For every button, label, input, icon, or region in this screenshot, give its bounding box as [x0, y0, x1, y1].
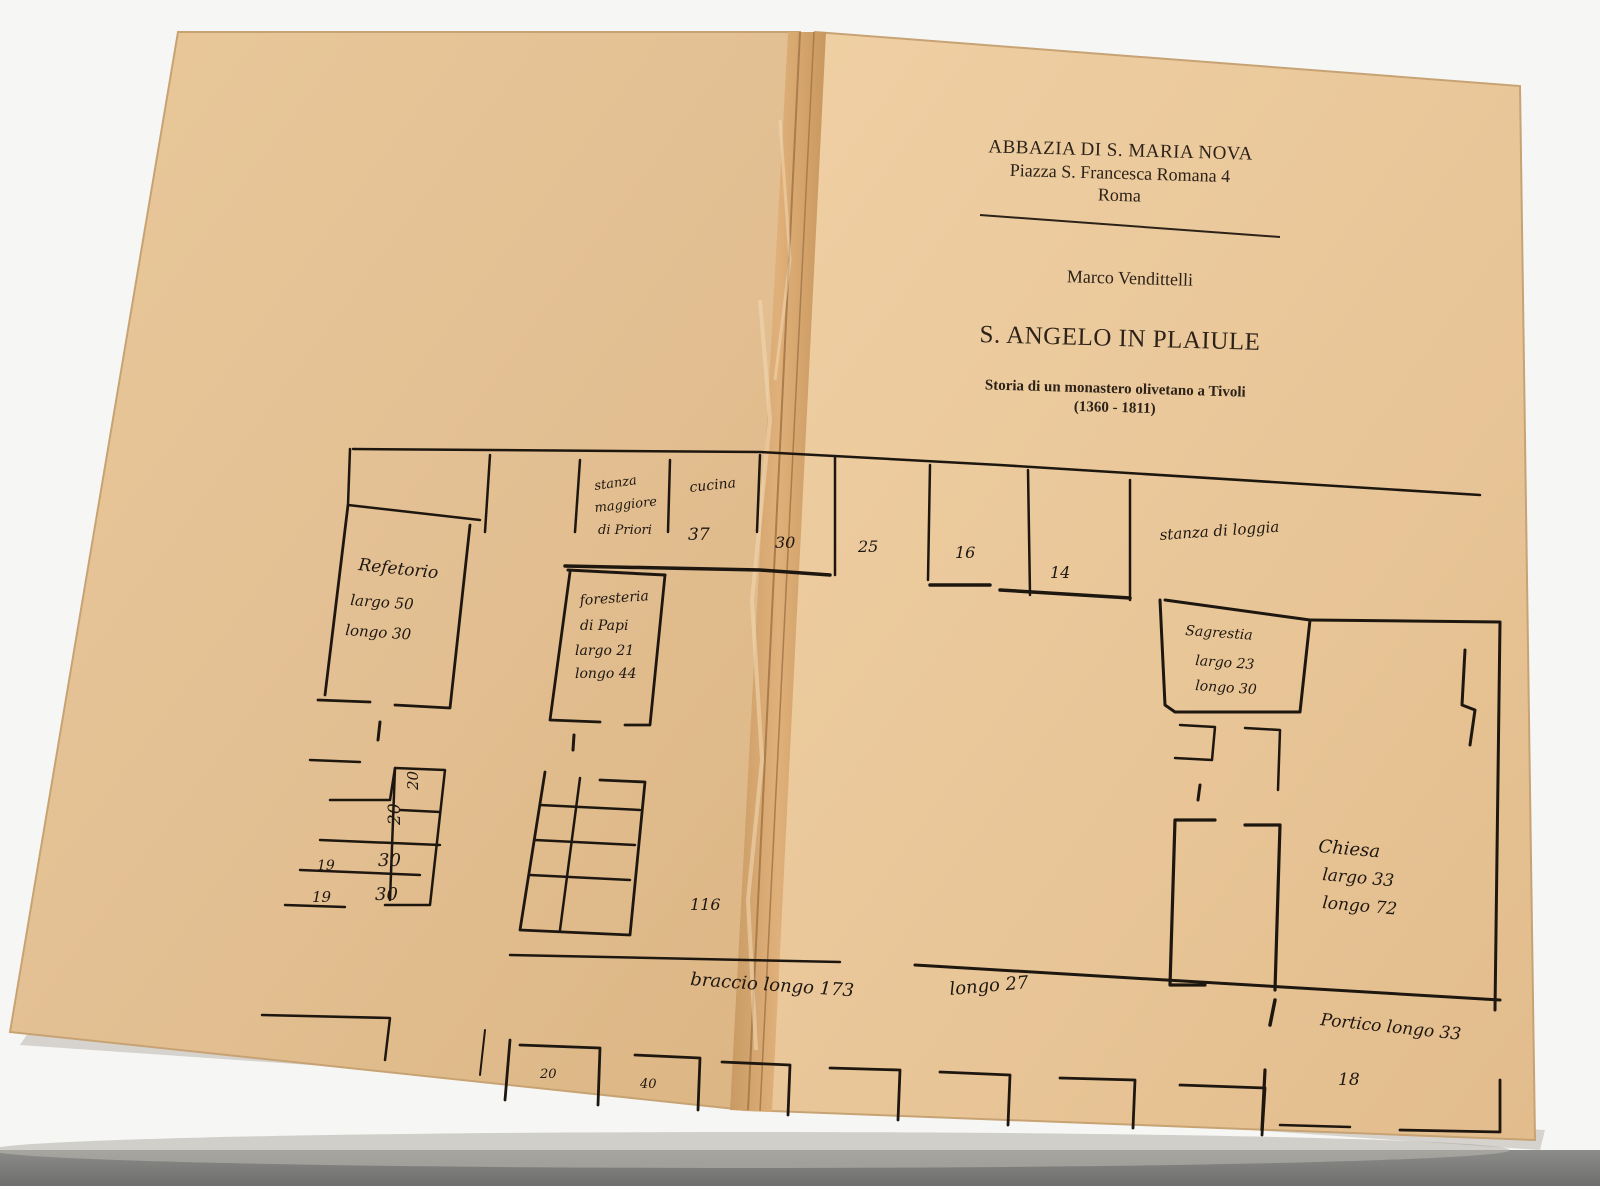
label-foresteria-2: largo 21: [575, 643, 634, 659]
label-val-18: 18: [1338, 1070, 1360, 1090]
label-stanza-2: maggiore: [594, 494, 658, 515]
label-foresteria-1: di Papi: [580, 618, 628, 634]
label-val-20b: 20: [404, 770, 422, 791]
publisher-block: ABBAZIA DI S. MARIA NOVA Piazza S. Franc…: [959, 136, 1281, 211]
label-val-19a: 19: [317, 858, 335, 874]
label-stanza-1: stanza: [593, 473, 637, 494]
label-sagrestia: Sagrestia: [1185, 623, 1253, 644]
label-val-30b: 30: [378, 850, 401, 871]
label-val-20a: 20: [385, 803, 405, 826]
label-cell-40: 40: [639, 1077, 657, 1092]
label-refettorio-1: largo 50: [350, 591, 415, 613]
plan-annotations: Refetorio largo 50 longo 30 stanza maggi…: [312, 473, 1462, 1092]
label-val-37: 37: [688, 525, 710, 545]
label-val-14: 14: [1050, 563, 1070, 582]
label-val-116: 116: [690, 895, 721, 914]
label-foresteria: foresteria: [578, 588, 649, 609]
label-val-19b: 19: [312, 888, 332, 906]
label-val-16: 16: [955, 543, 975, 562]
label-refettorio-2: longo 30: [345, 621, 413, 644]
floor-plan-drawing: [260, 447, 1502, 1137]
label-val-30c: 30: [375, 884, 398, 905]
label-cucina: cucina: [689, 475, 737, 496]
label-sagrestia-2: longo 30: [1195, 678, 1258, 698]
label-sagrestia-1: largo 23: [1195, 653, 1255, 673]
title-rule: [979, 214, 1281, 238]
label-stanza-3: di Priori: [598, 523, 652, 538]
label-val-25: 25: [857, 537, 878, 556]
label-foresteria-3: longo 44: [575, 666, 637, 682]
label-cell-20: 20: [539, 1067, 557, 1082]
label-val-30: 30: [775, 533, 795, 552]
